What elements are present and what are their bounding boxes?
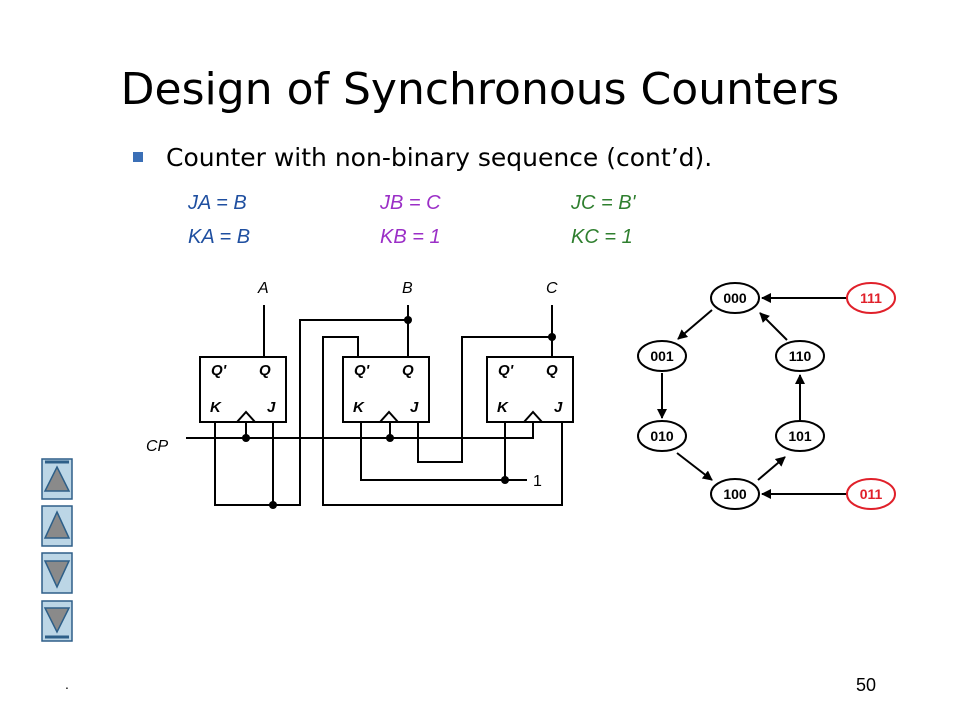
state-label-101: 101 [788, 428, 812, 444]
bullet-text: Counter with non-binary sequence (cont’d… [166, 143, 713, 172]
state-node-010 [637, 420, 687, 452]
state-label-010: 010 [650, 428, 674, 444]
slide-number: 50 [856, 675, 877, 695]
junction-dot [269, 501, 277, 509]
ff-b-j: J [410, 399, 419, 416]
constant-one-label: 1 [533, 473, 542, 490]
state-labels: 000 001 010 100 101 110 111 011 [650, 290, 882, 502]
flipflop-a [199, 356, 287, 423]
state-label-100: 100 [723, 486, 747, 502]
wire-one [360, 422, 527, 481]
state-node-000 [710, 282, 760, 314]
nav-last-icon[interactable] [41, 600, 73, 642]
state-label-001: 001 [650, 348, 674, 364]
ff-c-q: Q [546, 362, 558, 379]
output-label-c: C [546, 280, 558, 297]
junction-dot [386, 434, 394, 442]
ff-b-qbar: Q' [354, 362, 370, 379]
transition-100-101 [757, 456, 786, 481]
clock-line [186, 422, 391, 439]
equation-kc: KC = 1 [571, 226, 633, 248]
clock-triangle-c [523, 410, 543, 423]
junction-dots [242, 316, 556, 509]
transition-000-001 [677, 309, 713, 340]
flipflop-c [486, 356, 574, 423]
state-node-101 [775, 420, 825, 452]
counter-circuit [186, 305, 574, 506]
wire-b-to-a [214, 319, 408, 506]
output-label-b: B [402, 280, 413, 297]
ff-b-q: Q [402, 362, 414, 379]
state-node-011 [846, 478, 896, 510]
flipflop-pin-labels: Q' Q K J Q' Q K J Q' Q K J [210, 362, 563, 416]
ff-b-k: K [353, 399, 365, 416]
junction-dot [242, 434, 250, 442]
state-node-001 [637, 340, 687, 372]
clock-triangle-a [236, 410, 256, 423]
page-title: Design of Synchronous Counters [120, 64, 840, 115]
nav-prev-icon[interactable] [41, 505, 73, 547]
state-nodes [637, 282, 896, 510]
junction-dot [501, 476, 509, 484]
state-label-111: 111 [860, 290, 882, 306]
ff-a-k: K [210, 399, 222, 416]
equation-jb: JB = C [380, 192, 441, 214]
state-node-111 [846, 282, 896, 314]
ff-c-k: K [497, 399, 509, 416]
ff-a-qbar: Q' [211, 362, 227, 379]
transition-010-100 [676, 452, 713, 481]
state-label-110: 110 [789, 348, 812, 364]
ff-a-q: Q [259, 362, 271, 379]
ff-c-qbar: Q' [498, 362, 514, 379]
flipflop-b [342, 356, 430, 423]
transition-110-000 [759, 312, 788, 341]
ff-c-j: J [554, 399, 563, 416]
nav-next-icon[interactable] [41, 552, 73, 594]
bullet-square-icon [133, 152, 143, 162]
clock-tap-c [390, 422, 534, 439]
equation-ja: JA = B [188, 192, 247, 214]
wire-c-to-jb [417, 336, 552, 463]
wire-bbar-to-jc [322, 336, 563, 506]
nav-first-icon[interactable] [41, 458, 73, 500]
clock-triangle-b [379, 410, 399, 423]
state-node-110 [775, 340, 825, 372]
equation-ka: KA = B [188, 226, 251, 248]
equation-jc: JC = B' [571, 192, 636, 214]
junction-dot [404, 316, 412, 324]
state-label-000: 000 [723, 290, 747, 306]
circuit-labels: A B C CP 1 [146, 280, 558, 490]
equation-kb: KB = 1 [380, 226, 441, 248]
output-label-a: A [257, 280, 269, 297]
state-label-011: 011 [860, 486, 883, 502]
state-transitions [657, 293, 847, 499]
footer-dot: . [65, 676, 69, 692]
clock-label: CP [146, 438, 169, 455]
ff-a-j: J [267, 399, 276, 416]
state-node-100 [710, 478, 760, 510]
junction-dot [548, 333, 556, 341]
